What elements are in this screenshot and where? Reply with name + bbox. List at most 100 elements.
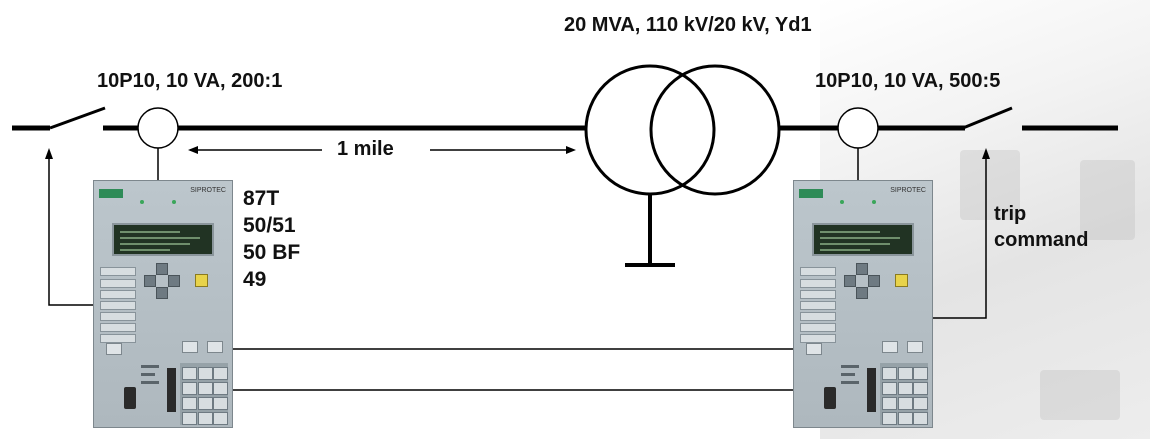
trip-arrowhead-right [982,148,990,159]
function-key[interactable] [100,279,136,288]
navigation-pad [844,263,880,299]
arrow-down-key[interactable] [156,287,168,299]
keypad-key[interactable] [182,412,197,425]
function-key[interactable] [800,312,836,321]
background-shape [960,150,1020,220]
keypad-key[interactable] [913,382,928,395]
relay-brand: SIPROTEC [890,187,926,194]
function-key[interactable] [100,323,136,332]
function-key[interactable] [100,312,136,321]
keypad-key[interactable] [913,412,928,425]
ct-right-label: 10P10, 10 VA, 500:5 [815,70,1001,92]
protection-relay-left: SIPROTEC [93,180,233,428]
status-led [840,200,844,204]
menu-key[interactable] [106,343,122,355]
function-key[interactable] [800,301,836,310]
keypad-key[interactable] [898,382,913,395]
function-key[interactable] [100,334,136,343]
trip-line-left [48,157,93,306]
breaker-right-blade [962,106,1013,130]
info-strip [841,365,859,368]
arrow-left-key[interactable] [844,275,856,287]
led-column [167,368,176,412]
arrow-down-key[interactable] [856,287,868,299]
fn-key[interactable] [907,341,923,353]
menu-key[interactable] [806,343,822,355]
function-key[interactable] [800,323,836,332]
keypad-key[interactable] [182,397,197,410]
arrow-up-key[interactable] [856,263,868,275]
info-strip [141,381,159,384]
status-led [172,200,176,204]
keypad-key[interactable] [913,367,928,380]
function-87t-label: 87T [243,187,280,210]
keypad-key[interactable] [898,367,913,380]
background-shape [1080,160,1135,240]
function-49-label: 49 [243,268,267,291]
info-strip [841,381,859,384]
trip-line-right [932,157,987,319]
trip-arrowhead-left [45,148,53,159]
info-strip [141,365,159,368]
ct-left-label: 10P10, 10 VA, 200:1 [97,70,283,92]
keypad-key[interactable] [213,367,228,380]
keypad-key[interactable] [913,397,928,410]
numeric-keypad [880,363,928,425]
keypad-key[interactable] [213,397,228,410]
function-key[interactable] [800,334,836,343]
keypad-key[interactable] [882,382,897,395]
keypad-key[interactable] [898,397,913,410]
navigation-pad [144,263,180,299]
keypad-key[interactable] [182,367,197,380]
command-label: command [994,229,1089,251]
serial-port [824,387,836,409]
status-led [872,200,876,204]
background-shape [1040,370,1120,420]
led-column [867,368,876,412]
keypad-key[interactable] [198,397,213,410]
keypad-key[interactable] [213,412,228,425]
keypad-key[interactable] [898,412,913,425]
fn-key[interactable] [207,341,223,353]
relay-display [112,223,214,256]
relay-display [812,223,914,256]
keypad-key[interactable] [198,367,213,380]
distance-arrowhead-left [188,146,198,154]
keypad-key[interactable] [198,382,213,395]
keypad-key[interactable] [882,397,897,410]
numeric-keypad [180,363,228,425]
keypad-key[interactable] [882,412,897,425]
breaker-left-blade [49,106,106,130]
info-strip [841,373,855,376]
function-key[interactable] [100,267,136,276]
keypad-key[interactable] [882,367,897,380]
function-50-51-label: 50/51 [243,214,296,237]
function-key[interactable] [800,279,836,288]
ct-left [137,107,179,149]
escape-key[interactable] [882,341,898,353]
arrow-left-key[interactable] [144,275,156,287]
keypad-key[interactable] [198,412,213,425]
escape-key[interactable] [182,341,198,353]
function-key[interactable] [100,301,136,310]
status-tag [799,189,823,198]
function-key[interactable] [100,290,136,299]
ct-right [837,107,879,149]
arrow-up-key[interactable] [156,263,168,275]
distance-label: 1 mile [337,138,394,160]
enter-key[interactable] [195,274,208,287]
function-50bf-label: 50 BF [243,241,301,264]
keypad-key[interactable] [213,382,228,395]
keypad-key[interactable] [182,382,197,395]
arrow-right-key[interactable] [168,275,180,287]
function-key[interactable] [800,267,836,276]
function-key[interactable] [800,290,836,299]
status-led [140,200,144,204]
transformer-rating-label: 20 MVA, 110 kV/20 kV, Yd1 [564,14,812,36]
enter-key[interactable] [895,274,908,287]
relay-brand: SIPROTEC [190,187,226,194]
info-strip [141,373,155,376]
arrow-right-key[interactable] [868,275,880,287]
serial-port [124,387,136,409]
